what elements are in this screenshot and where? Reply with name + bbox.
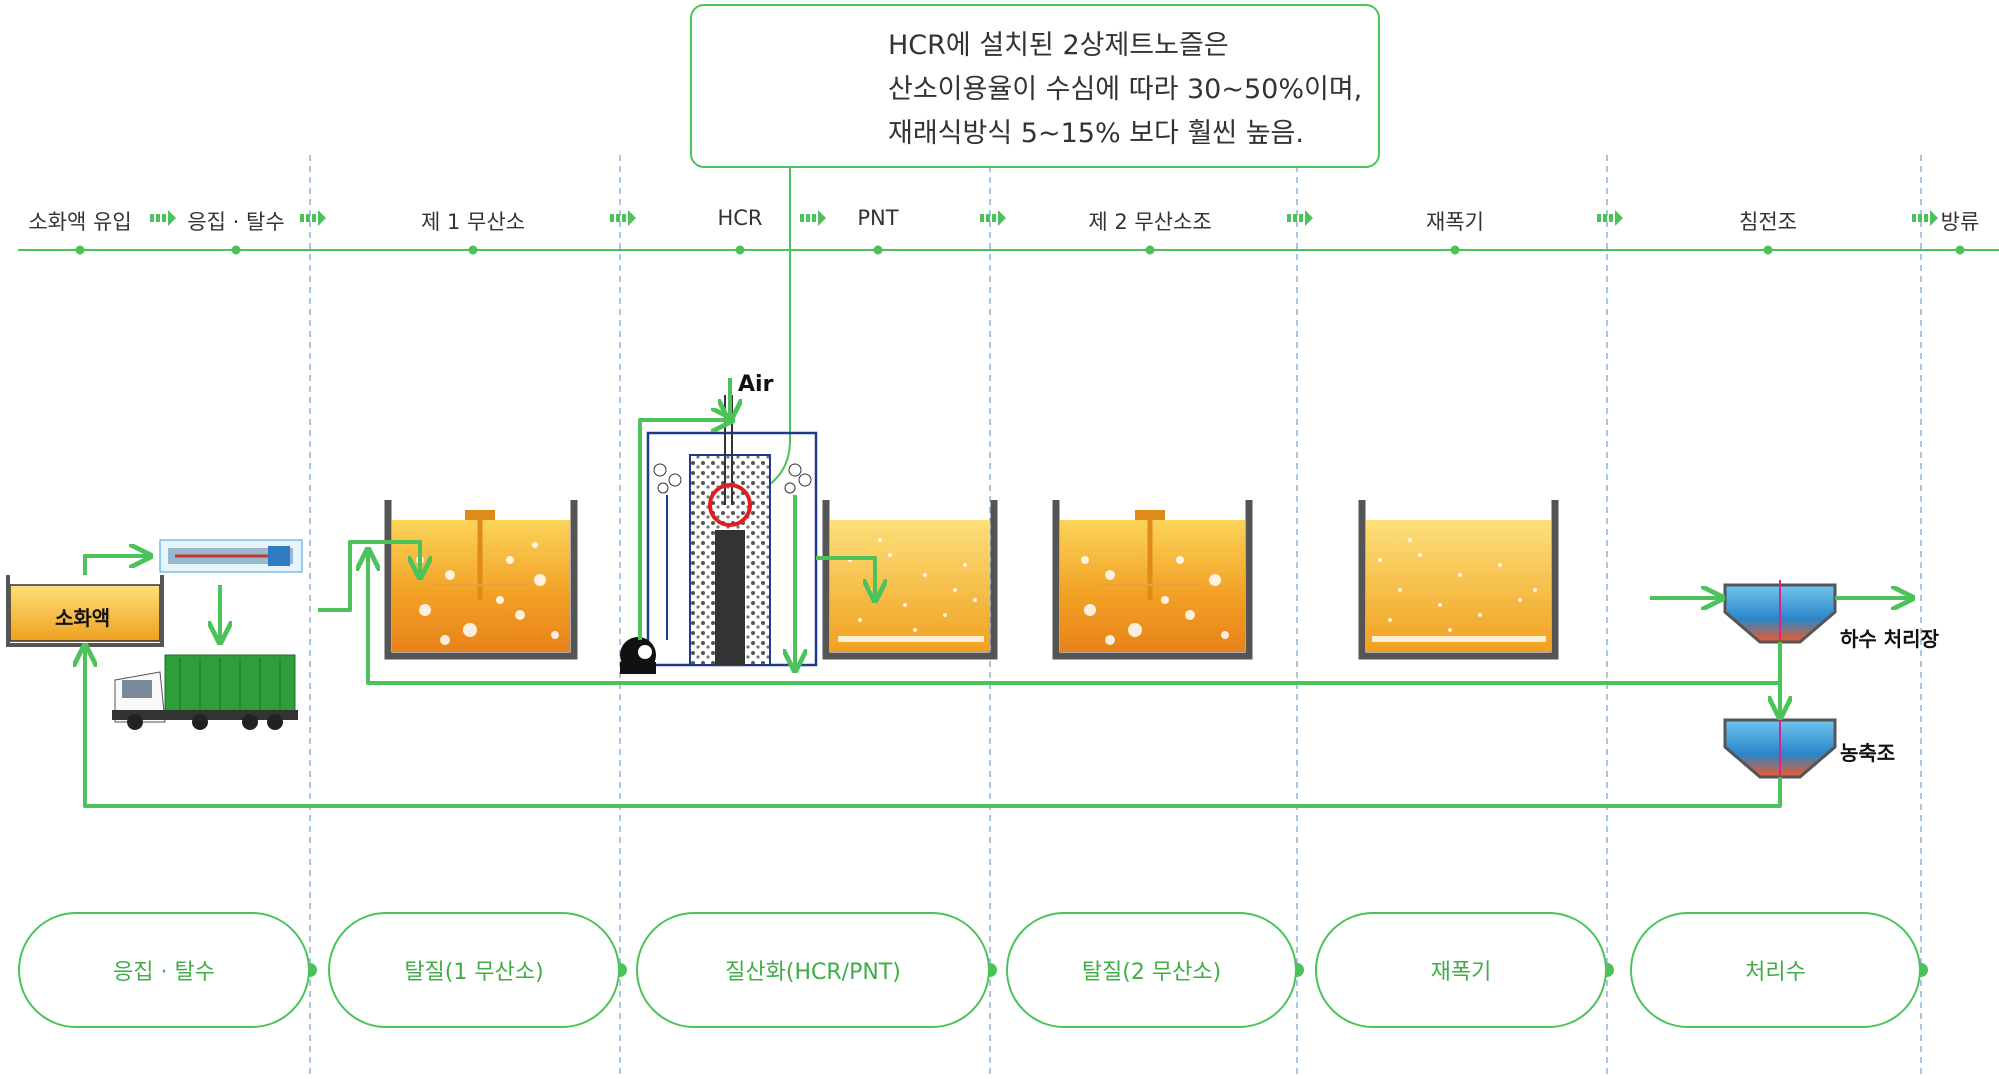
- pill-coagulation: 응집 · 탈수: [18, 912, 310, 1028]
- blower-icon: [620, 637, 656, 674]
- pill-reaeration: 재폭기: [1315, 912, 1607, 1028]
- flow-lines: [85, 378, 1910, 808]
- stage-label-clarifier: 침전조: [1739, 210, 1797, 234]
- air-label: Air: [738, 372, 774, 397]
- pill-denitrification-2: 탈질(2 무산소): [1006, 912, 1297, 1028]
- callout-box: [690, 4, 1380, 168]
- stage-label-digestate-inflow: 소화액 유입: [28, 210, 132, 234]
- stage-label-reaeration: 재폭기: [1426, 210, 1484, 234]
- callout-line-3: 재래식방식 5~15% 보다 훨씬 높음.: [888, 118, 1304, 149]
- digestate-tank: [6, 575, 164, 647]
- truck-icon: [112, 654, 298, 730]
- callout-text: HCR에 설치된 2상제트노즐은 산소이용율이 수심에 따라 30~50%이며,…: [888, 24, 1362, 156]
- first-anoxic-tank: [384, 500, 578, 660]
- callout-line-1: HCR에 설치된 2상제트노즐은: [888, 30, 1229, 61]
- stage-label-discharge: 방류: [1940, 210, 1980, 234]
- dewatering-machine-icon: [159, 539, 303, 573]
- clarifier-tank: [1723, 580, 1837, 644]
- pill-denitrification-1: 탈질(1 무산소): [328, 912, 620, 1028]
- reaeration-tank: [1358, 500, 1559, 660]
- thickener-tank: [1723, 715, 1837, 779]
- stage-label-second-anoxic: 제 2 무산소조: [1088, 210, 1212, 234]
- nozzle-highlight-circle: [708, 483, 752, 527]
- digestate-tank-label: 소화액: [55, 606, 111, 630]
- sewage-plant-label: 하수 처리장: [1840, 627, 1939, 651]
- timeline: [18, 245, 1999, 255]
- pnt-tank: [822, 500, 998, 660]
- callout-line-2: 산소이용율이 수심에 따라 30~50%이며,: [888, 74, 1363, 105]
- stage-arrows: [150, 210, 1938, 226]
- second-anoxic-tank: [1052, 500, 1253, 660]
- stage-label-hcr: HCR: [717, 206, 763, 230]
- stage-label-coagulation: 응집 · 탈수: [187, 210, 285, 234]
- stage-label-pnt: PNT: [857, 206, 899, 230]
- thickener-label: 농축조: [1840, 741, 1896, 765]
- pill-treated-water: 처리수: [1630, 912, 1921, 1028]
- pill-nitrification: 질산화(HCR/PNT): [636, 912, 990, 1028]
- stage-label-first-anoxic: 제 1 무산소: [421, 210, 525, 234]
